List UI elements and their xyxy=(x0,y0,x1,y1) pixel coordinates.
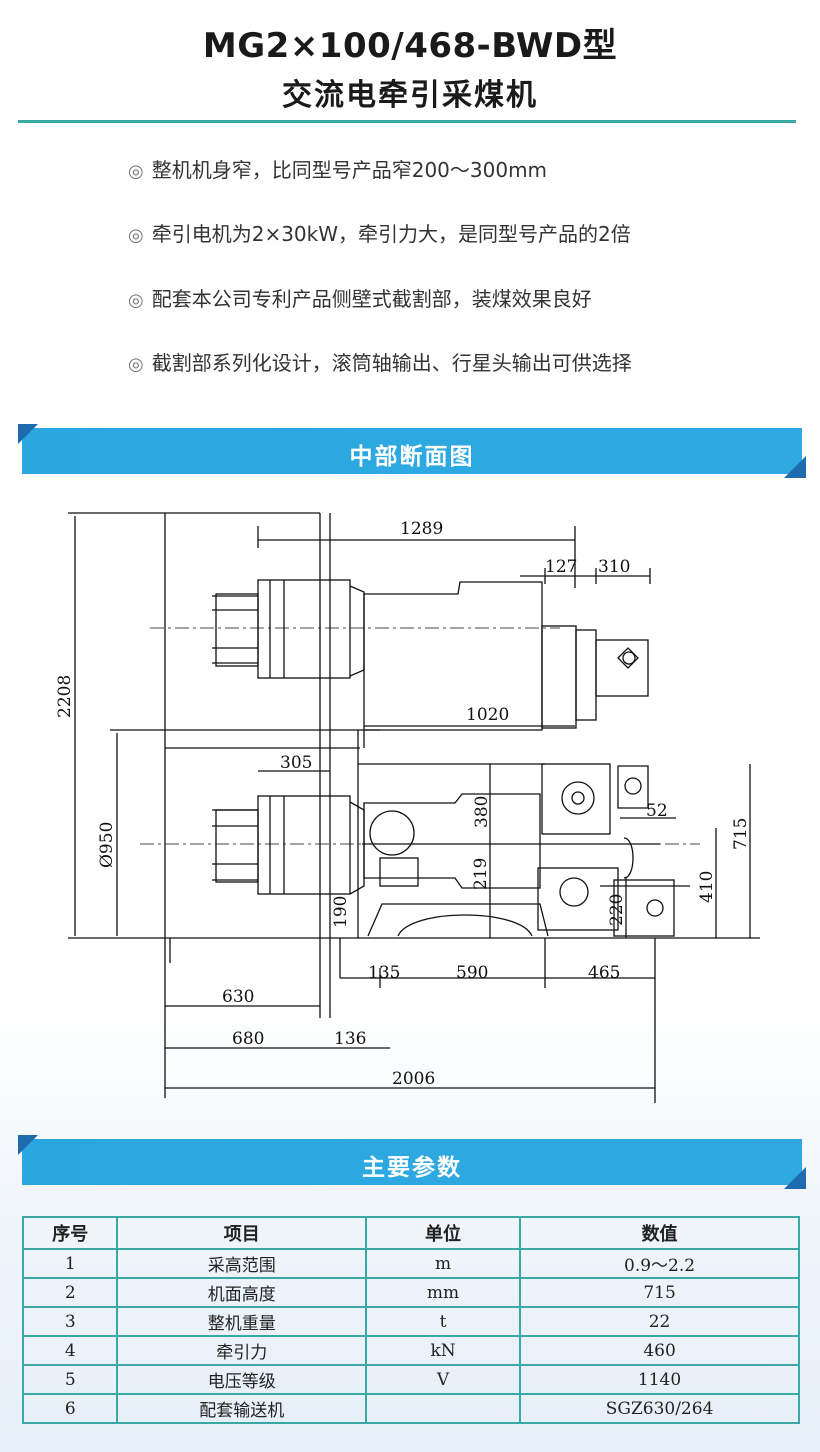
table-row: 4 牵引力 kN 460 xyxy=(21,1335,800,1366)
table-cell: 牵引力 xyxy=(116,1335,367,1366)
table-cell: V xyxy=(364,1364,522,1395)
col-header: 单位 xyxy=(364,1216,522,1250)
col-header: 项目 xyxy=(116,1216,367,1250)
params-table: 序号 项目 单位 数值 1 采高范围 m 0.9～2.2 2 机面高度 mm 7… xyxy=(21,1216,800,1424)
table-cell: SGZ630/264 xyxy=(519,1393,800,1424)
table-row: 5 电压等级 V 1140 xyxy=(21,1364,800,1395)
table-cell: 采高范围 xyxy=(116,1248,367,1279)
table-cell: 机面高度 xyxy=(116,1277,367,1308)
dim-1020: 1020 xyxy=(466,705,509,725)
bullet-icon: ◎ xyxy=(128,225,144,246)
table-header-row: 序号 项目 单位 数值 xyxy=(21,1216,800,1250)
section-title: 主要参数 xyxy=(362,1155,462,1181)
table-cell: 3 xyxy=(21,1306,119,1337)
table-row: 1 采高范围 m 0.9～2.2 xyxy=(21,1248,800,1279)
table-cell: 1140 xyxy=(519,1364,800,1395)
table-cell: 1 xyxy=(21,1248,119,1279)
dim-136: 136 xyxy=(334,1029,366,1049)
table-cell: 715 xyxy=(519,1277,800,1308)
bullet-icon: ◎ xyxy=(128,290,144,311)
banner-corner-decoration xyxy=(784,456,806,478)
feature-item: ◎ 配套本公司专利产品侧壁式截割部，装煤效果良好 xyxy=(128,283,592,312)
dim-310: 310 xyxy=(598,557,630,577)
dim-135: 135 xyxy=(368,963,400,983)
product-subtitle: 交流电牵引采煤机 xyxy=(282,78,538,113)
dim-2006: 2006 xyxy=(392,1069,435,1089)
col-header: 序号 xyxy=(21,1216,119,1250)
feature-text: 整机机身窄，比同型号产品窄200～300mm xyxy=(151,158,548,182)
dim-127: 127 xyxy=(545,557,577,577)
dim-715: 715 xyxy=(731,818,751,850)
dim-380: 380 xyxy=(472,796,492,828)
table-cell: 电压等级 xyxy=(116,1364,367,1395)
feature-item: ◎ 整机机身窄，比同型号产品窄200～300mm xyxy=(128,154,547,183)
section-banner-drawing: 中部断面图 xyxy=(18,424,806,478)
section-title: 中部断面图 xyxy=(349,444,475,470)
dim-2208: 2208 xyxy=(55,675,75,718)
table-cell: 0.9～2.2 xyxy=(519,1248,800,1279)
table-cell: 配套输送机 xyxy=(116,1393,367,1424)
dim-52: 52 xyxy=(646,801,668,821)
dim-680: 680 xyxy=(232,1029,264,1049)
banner-corner-decoration xyxy=(18,1135,38,1155)
table-cell: 460 xyxy=(519,1335,800,1366)
dim-410: 410 xyxy=(697,871,717,903)
dim-465: 465 xyxy=(588,963,620,983)
table-cell: 22 xyxy=(519,1306,800,1337)
feature-item: ◎ 牵引电机为2×30kW，牵引力大，是同型号产品的2倍 xyxy=(128,218,631,247)
feature-text: 截割部系列化设计，滚筒轴输出、行星头输出可供选择 xyxy=(151,351,632,375)
dim-190: 190 xyxy=(331,896,351,928)
dim-1289: 1289 xyxy=(400,519,443,539)
dim-305: 305 xyxy=(280,753,312,773)
table-cell: 5 xyxy=(21,1364,119,1395)
table-row: 6 配套输送机 SGZ630/264 xyxy=(21,1393,800,1424)
table-cell: m xyxy=(364,1248,522,1279)
bullet-icon: ◎ xyxy=(128,354,144,375)
dim-630: 630 xyxy=(222,987,254,1007)
product-model-title: MG2×100/468-BWD型 xyxy=(202,26,618,66)
section-banner-params: 主要参数 xyxy=(18,1135,806,1189)
table-cell: t xyxy=(364,1306,522,1337)
table-cell: kN xyxy=(364,1335,522,1366)
bullet-icon: ◎ xyxy=(128,161,144,182)
title-divider xyxy=(18,120,796,123)
banner-corner-decoration xyxy=(784,1167,806,1189)
table-cell: 整机重量 xyxy=(116,1306,367,1337)
dim-950: Ø950 xyxy=(97,822,117,868)
table-cell: mm xyxy=(364,1277,522,1308)
table-cell xyxy=(364,1393,522,1424)
table-cell: 6 xyxy=(21,1393,119,1424)
feature-text: 牵引电机为2×30kW，牵引力大，是同型号产品的2倍 xyxy=(151,222,631,246)
banner-corner-decoration xyxy=(18,424,38,444)
table-row: 2 机面高度 mm 715 xyxy=(21,1277,800,1308)
table-cell: 4 xyxy=(21,1335,119,1366)
cross-section-drawing: 1289 127 310 2208 1020 305 380 52 715 Ø9… xyxy=(55,512,760,1103)
dim-220: 220 xyxy=(607,894,627,926)
dim-590: 590 xyxy=(456,963,488,983)
feature-text: 配套本公司专利产品侧壁式截割部，装煤效果良好 xyxy=(151,287,592,311)
table-row: 3 整机重量 t 22 xyxy=(21,1306,800,1337)
dim-219: 219 xyxy=(471,858,491,890)
feature-item: ◎ 截割部系列化设计，滚筒轴输出、行星头输出可供选择 xyxy=(128,347,632,376)
table-cell: 2 xyxy=(21,1277,119,1308)
col-header: 数值 xyxy=(519,1216,800,1250)
